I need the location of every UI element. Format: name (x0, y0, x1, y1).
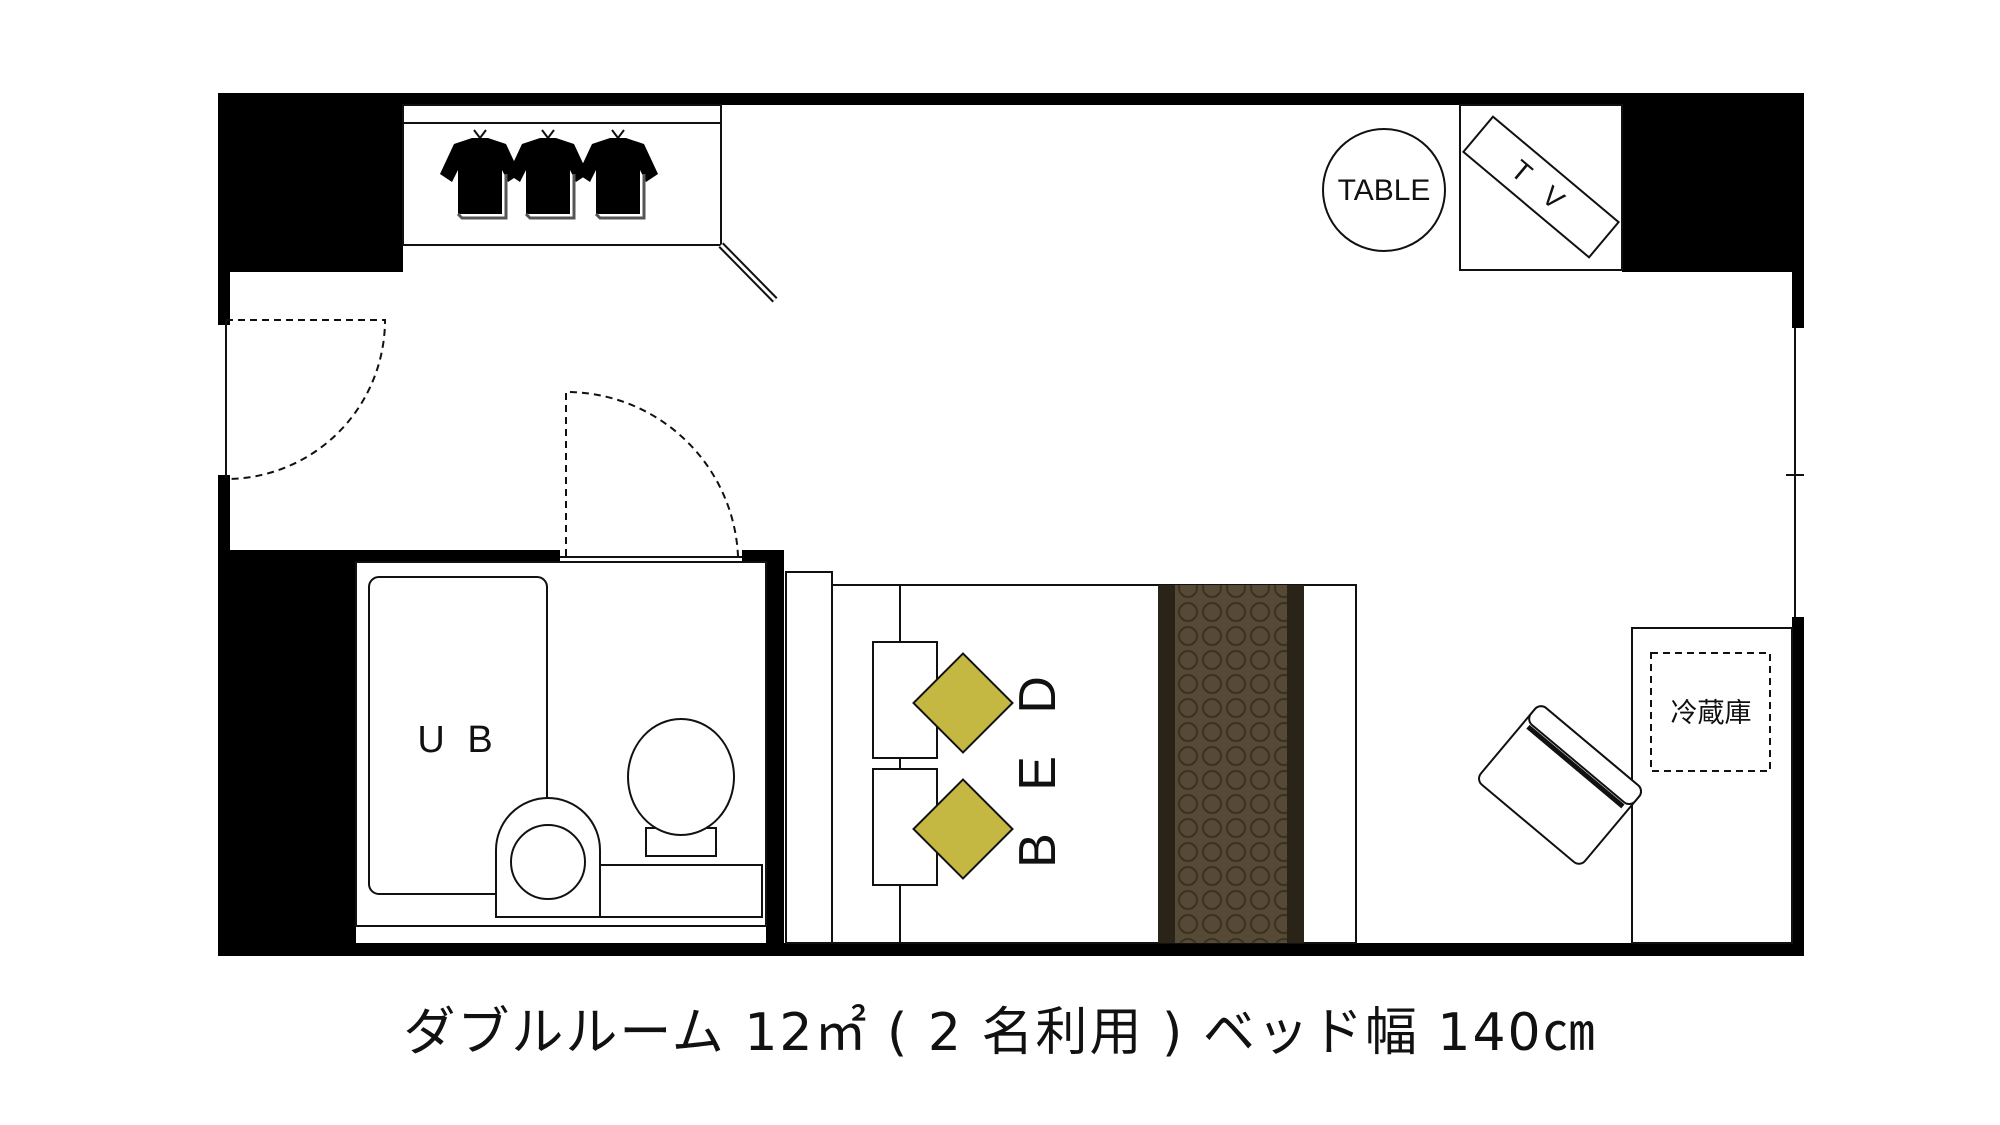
wall-top (218, 93, 1804, 105)
table-label: TABLE (1338, 174, 1431, 207)
bed-label: B E D (1009, 662, 1067, 868)
wall-right-lower (1792, 617, 1804, 956)
toilet-bowl (627, 718, 735, 836)
wall-bottom (218, 943, 1804, 956)
bathroom-door (560, 390, 742, 558)
wall-bath-top-left (218, 550, 560, 562)
wall-bath-right (766, 550, 784, 956)
caption-bed-width-unit: ㎝ (1542, 1003, 1597, 1063)
nightstand (785, 571, 833, 944)
wall-block-top-right (1622, 93, 1804, 272)
door-swing-arc (225, 319, 387, 480)
fridge (1650, 652, 1771, 772)
caption-bed-width-label: ベッド幅 (1202, 1003, 1419, 1063)
wall-block-bottom-left (218, 550, 356, 956)
entrance-door (225, 319, 387, 480)
bed: B E D (785, 571, 1357, 944)
table: TABLE (1322, 128, 1446, 252)
walls (218, 93, 1804, 956)
caption-area-value: 12 (744, 1003, 815, 1063)
caption-area-unit: ㎡ (814, 1003, 869, 1063)
caption-bed-width-value: 140 (1437, 1003, 1543, 1063)
fridge-label: 冷蔵庫 (1671, 698, 1752, 728)
desk (1631, 627, 1793, 944)
cushion-1 (912, 652, 1014, 754)
bathtub (368, 576, 548, 895)
toilet-tank (645, 827, 717, 857)
wall-right-upper (1792, 93, 1804, 328)
tv-unit: T V (1459, 104, 1623, 271)
closet (402, 104, 778, 303)
bath-label: U B (417, 719, 498, 761)
desk-area: 冷蔵庫 (1478, 627, 1793, 944)
cushion-2 (912, 778, 1014, 880)
chair (1478, 705, 1642, 865)
caption-occupancy: ( 2 名利用 ) (887, 1003, 1185, 1063)
wall-left-upper (218, 93, 230, 325)
window-right (1786, 328, 1804, 617)
wall-block-top-left (218, 93, 403, 272)
room-caption: ダブルルーム 12㎡ ( 2 名利用 ) ベッド幅 140㎝ (0, 990, 2000, 1065)
caption-room-type: ダブルルーム (403, 1003, 726, 1063)
clothes-hanger-icon (440, 129, 658, 220)
unit-bath: U B (355, 561, 767, 927)
door-swing-arc (565, 390, 739, 557)
